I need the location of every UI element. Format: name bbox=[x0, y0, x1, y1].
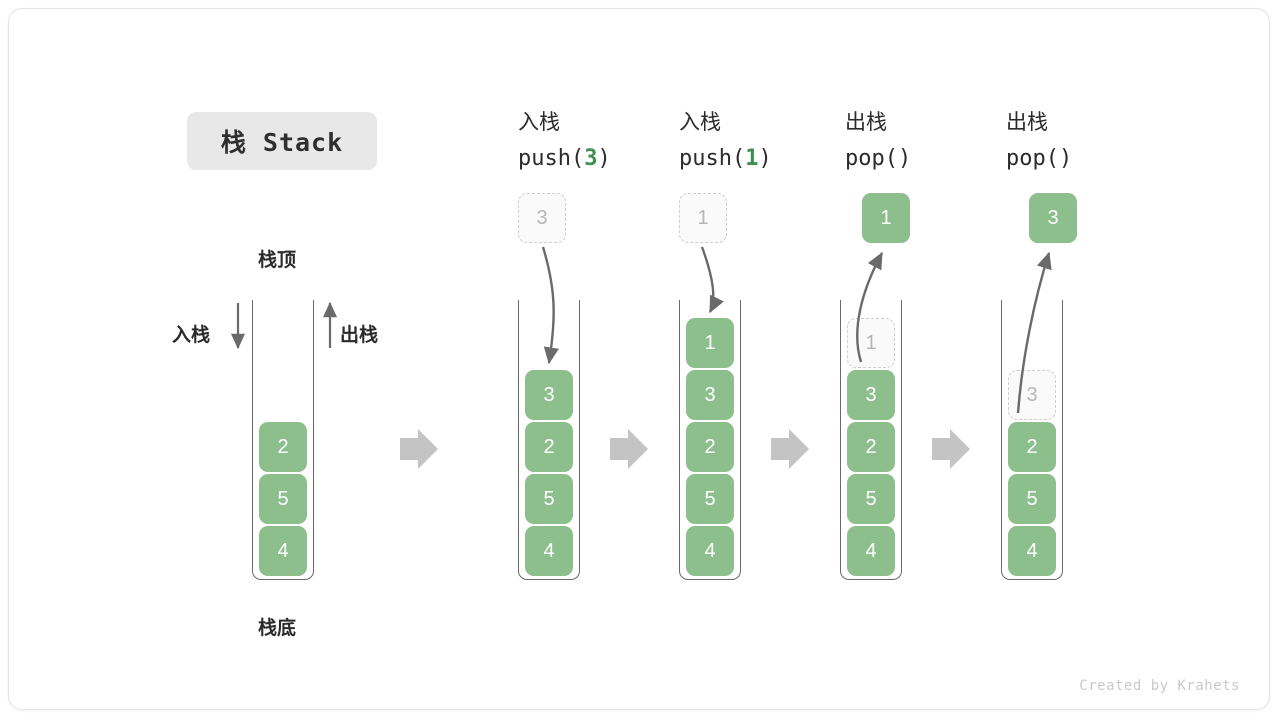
stack-container-1: 3 2 5 4 bbox=[518, 300, 580, 580]
stack-cell: 1 bbox=[847, 318, 895, 368]
stack-bottom-label: 栈底 bbox=[258, 618, 297, 639]
step-header-op-3: pop() bbox=[845, 146, 912, 171]
step-header-op-4: pop() bbox=[1006, 146, 1073, 171]
stack-container-3: 1 3 2 5 4 bbox=[840, 300, 902, 580]
watermark: Created by Krahets bbox=[1079, 678, 1240, 694]
float-box-3: 1 bbox=[862, 193, 910, 243]
stack-cell: 3 bbox=[525, 370, 573, 420]
step-header-cn-3: 出栈 bbox=[845, 111, 887, 134]
stack-cell: 5 bbox=[686, 474, 734, 524]
stack-cells-2: 1 3 2 5 4 bbox=[680, 316, 740, 576]
stack-cell: 3 bbox=[1008, 370, 1056, 420]
stack-cell: 2 bbox=[686, 422, 734, 472]
stack-top-label: 栈顶 bbox=[258, 250, 297, 271]
step-header-2: 入栈 push(1) bbox=[679, 105, 839, 177]
stack-cell: 2 bbox=[259, 422, 307, 472]
step-header-4: 出栈 pop() bbox=[1006, 105, 1166, 177]
stack-cell: 4 bbox=[686, 526, 734, 576]
push-direction-label: 入栈 bbox=[172, 325, 211, 346]
step-header-op-1: push(3) bbox=[518, 146, 611, 171]
pop-direction-label: 出栈 bbox=[340, 325, 379, 346]
step-header-3: 出栈 pop() bbox=[845, 105, 1005, 177]
step-header-1: 入栈 push(3) bbox=[518, 105, 678, 177]
stack-cell: 2 bbox=[847, 422, 895, 472]
title-badge: 栈 Stack bbox=[187, 112, 377, 170]
stack-cell: 3 bbox=[847, 370, 895, 420]
stack-cell: 4 bbox=[1008, 526, 1056, 576]
stack-container-4: 3 2 5 4 bbox=[1001, 300, 1063, 580]
stack-cell: 5 bbox=[259, 474, 307, 524]
stack-cells-1: 3 2 5 4 bbox=[519, 368, 579, 576]
stack-cell: 5 bbox=[525, 474, 573, 524]
stack-cells-4: 3 2 5 4 bbox=[1002, 368, 1062, 576]
stack-cell: 4 bbox=[259, 526, 307, 576]
step-header-cn-4: 出栈 bbox=[1006, 111, 1048, 134]
stack-container-base: 2 5 4 bbox=[252, 300, 314, 580]
stack-cell: 4 bbox=[847, 526, 895, 576]
step-header-cn-2: 入栈 bbox=[679, 111, 721, 134]
stack-cell: 3 bbox=[686, 370, 734, 420]
stack-cell: 1 bbox=[686, 318, 734, 368]
float-box-4: 3 bbox=[1029, 193, 1077, 243]
step-header-cn-1: 入栈 bbox=[518, 111, 560, 134]
step-header-op-2: push(1) bbox=[679, 146, 772, 171]
stack-cell: 4 bbox=[525, 526, 573, 576]
float-box-2: 1 bbox=[679, 193, 727, 243]
stack-cells-base: 2 5 4 bbox=[253, 420, 313, 576]
float-box-1: 3 bbox=[518, 193, 566, 243]
stack-cells-3: 1 3 2 5 4 bbox=[841, 316, 901, 576]
stack-cell: 5 bbox=[1008, 474, 1056, 524]
stack-cell: 2 bbox=[1008, 422, 1056, 472]
stack-cell: 5 bbox=[847, 474, 895, 524]
stack-container-2: 1 3 2 5 4 bbox=[679, 300, 741, 580]
stack-cell: 2 bbox=[525, 422, 573, 472]
